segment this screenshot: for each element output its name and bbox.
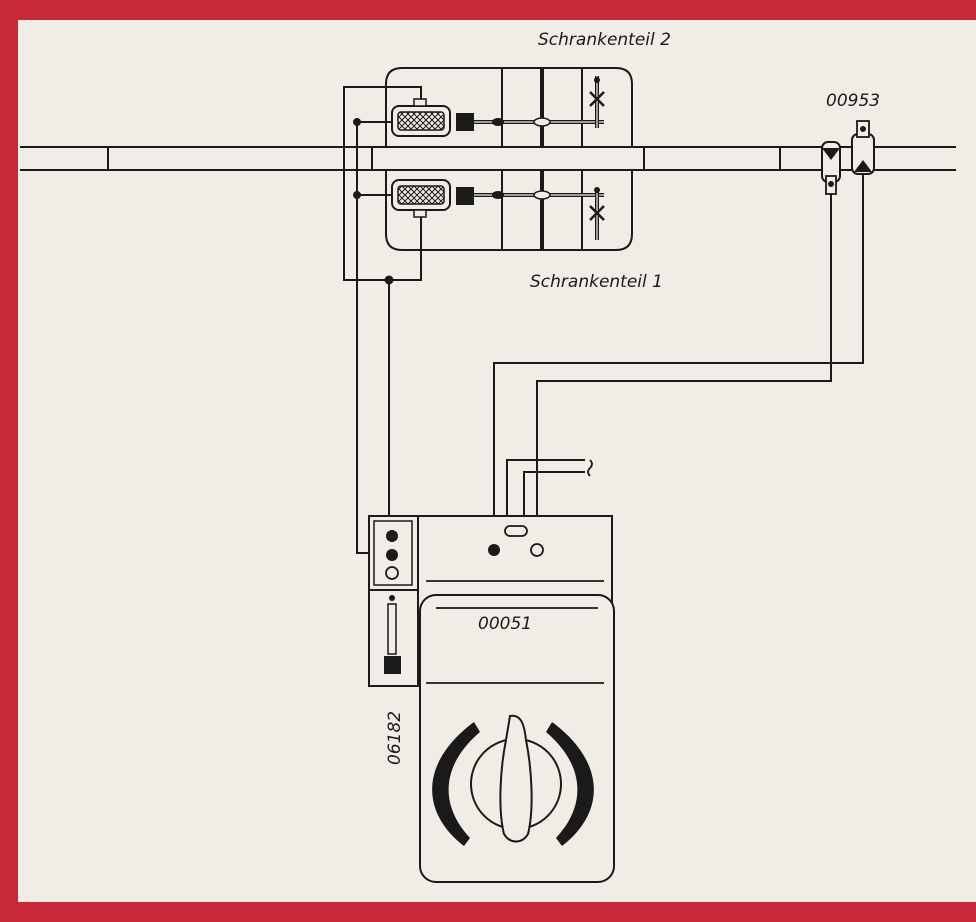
control-knob-icon xyxy=(432,714,594,846)
switch-slot-icon xyxy=(387,603,397,655)
terminal-socket-icon xyxy=(386,549,398,561)
track-contact-right-icon xyxy=(851,120,875,175)
barrier-base-icon xyxy=(456,113,474,131)
switch-lever-icon xyxy=(384,656,401,674)
label-switch-box: 06182 xyxy=(385,711,405,765)
wiring xyxy=(343,86,864,554)
terminal-socket-icon xyxy=(488,544,500,556)
crossing-light-icon xyxy=(589,91,605,107)
terminal-socket-icon xyxy=(386,530,398,542)
crossing-road-upper xyxy=(385,67,633,147)
label-control-unit: 00051 xyxy=(478,614,532,634)
barrier-part-2 xyxy=(391,76,605,137)
control-unit xyxy=(417,515,615,883)
track-contact-left-icon xyxy=(821,141,841,195)
terminal-socket-icon xyxy=(530,543,544,557)
label-barrier-part-1: Schrankenteil 1 xyxy=(530,272,663,292)
crossing-road-lower xyxy=(385,170,633,251)
label-contact-track: 00953 xyxy=(826,91,880,111)
crossing-light-icon xyxy=(589,205,605,221)
barrier-part-1 xyxy=(391,179,605,240)
switch-box xyxy=(368,515,419,687)
label-barrier-part-2: Schrankenteil 2 xyxy=(538,30,671,50)
barrier-base-icon xyxy=(456,187,474,205)
terminal-socket-icon xyxy=(385,566,399,580)
railway-track xyxy=(20,146,956,171)
